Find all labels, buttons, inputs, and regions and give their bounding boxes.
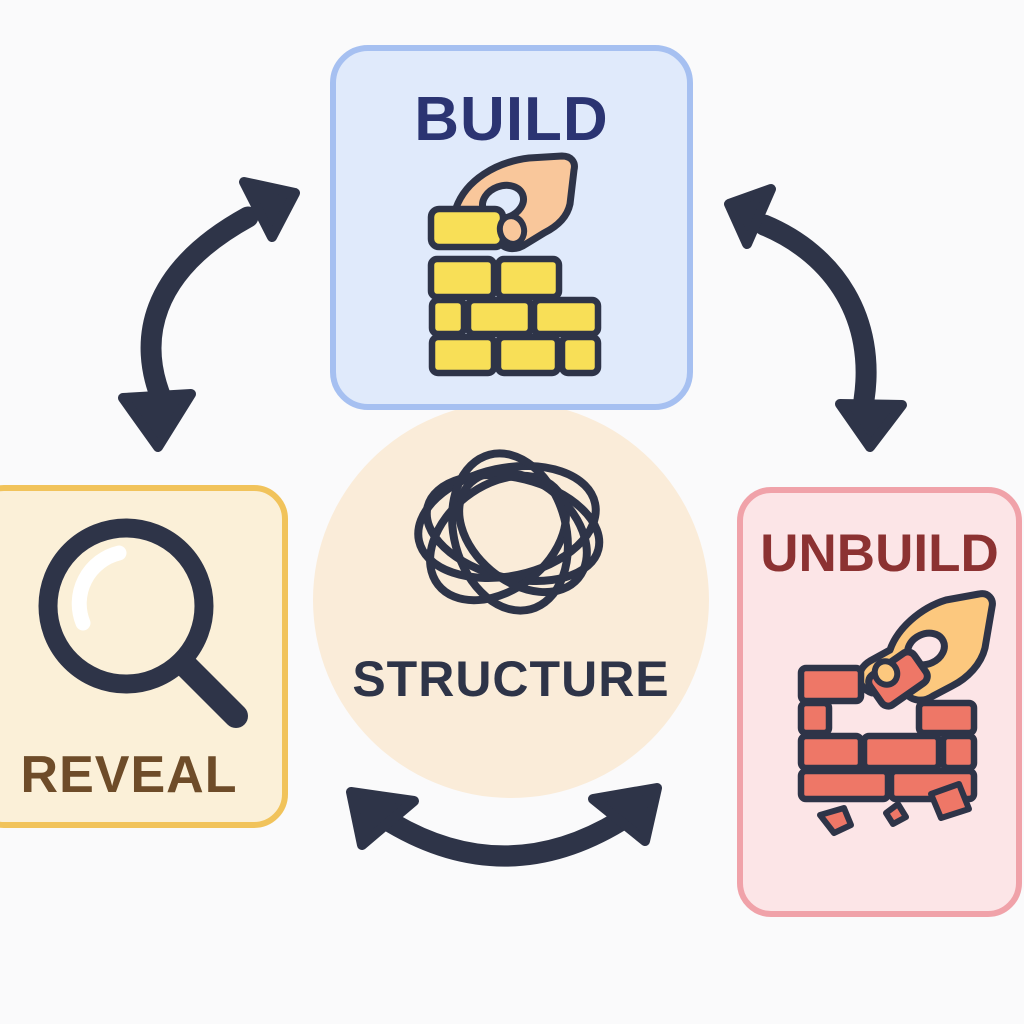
reveal-title: REVEAL [20, 746, 238, 804]
build-title: BUILD [414, 85, 609, 154]
fingertip [496, 213, 528, 247]
arrowhead-up-left [724, 184, 776, 249]
knot-rings [414, 449, 604, 615]
unbuild-card: UNBUILD [737, 487, 1022, 917]
lens-glare [71, 545, 127, 631]
lens-ring [38, 518, 214, 694]
arrowhead-up-right [588, 783, 662, 846]
hand-removing-brick-icon [797, 590, 996, 836]
arrow-build-unbuild [724, 184, 907, 452]
build-card: BUILD [330, 45, 693, 410]
arrowhead-up-left [346, 787, 419, 850]
structure-label: STRUCTURE [352, 651, 670, 707]
brick-debris [817, 781, 972, 836]
build-brick-wall [427, 255, 602, 377]
structure-circle: STRUCTURE [313, 402, 709, 798]
hand-laying-brick-icon [427, 152, 602, 377]
unbuild-title: UNBUILD [760, 524, 999, 583]
lens-handle [171, 651, 248, 728]
arrowhead-down [835, 399, 907, 452]
unbuild-brick-wall [797, 664, 978, 803]
arrowhead-down [118, 389, 196, 452]
magnifying-glass-icon [38, 518, 248, 728]
arrow-reveal-unbuild [346, 783, 662, 867]
arrow-reveal-build [118, 177, 300, 452]
reveal-card: REVEAL [0, 485, 288, 828]
build-hand [452, 152, 578, 252]
arrowhead-up-right [239, 177, 300, 242]
fingertip [871, 658, 901, 688]
tangled-knot-icon [414, 449, 604, 615]
